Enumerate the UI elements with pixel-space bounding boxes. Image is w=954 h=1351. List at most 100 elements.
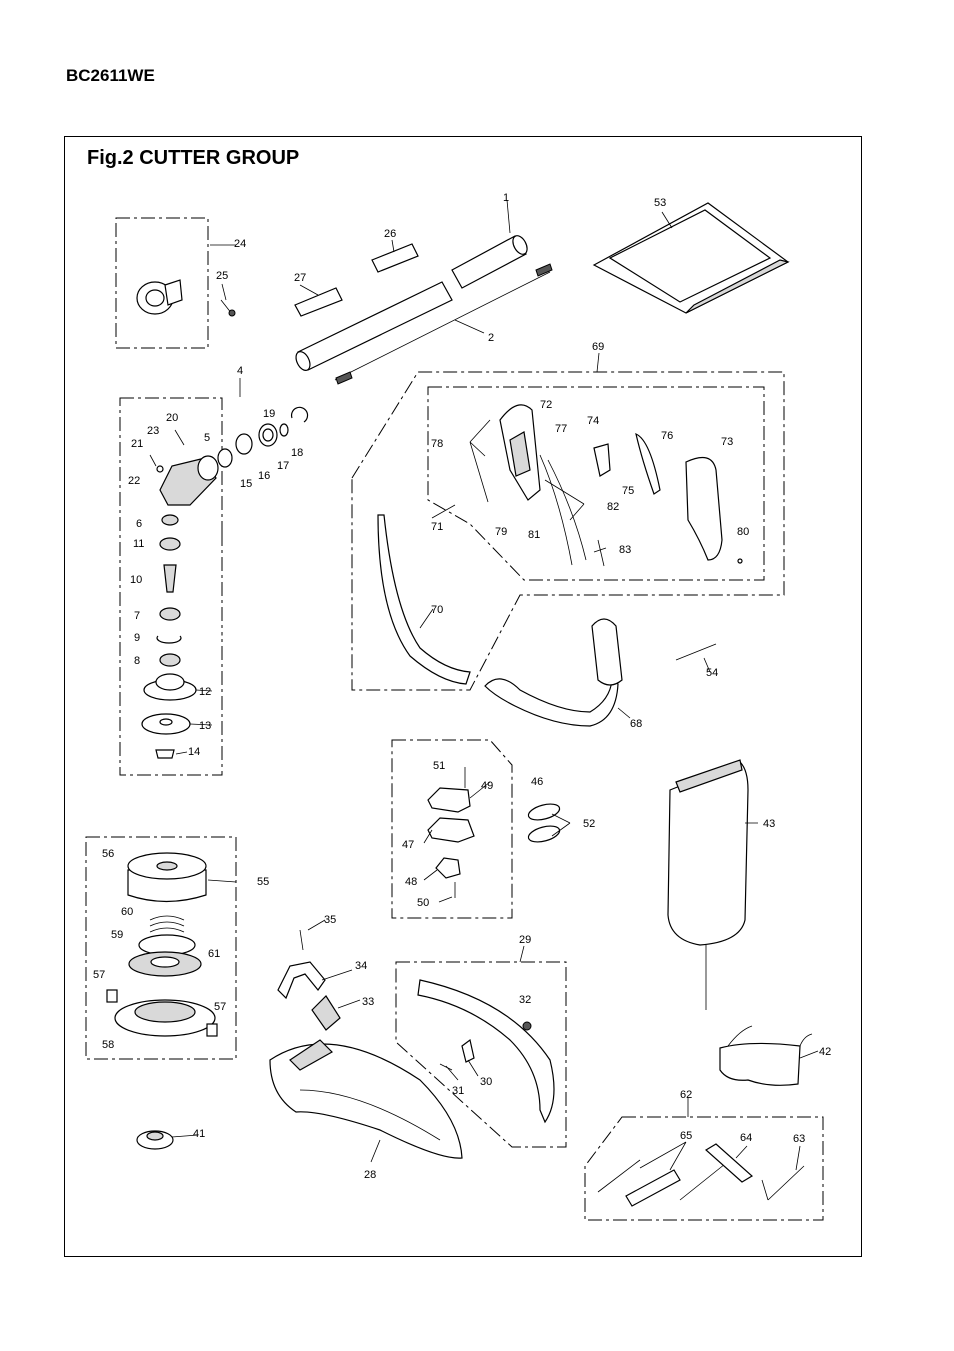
- callout-17: 17: [277, 460, 289, 472]
- callout-1: 1: [503, 192, 509, 204]
- callout-15: 15: [240, 478, 252, 490]
- callout-64: 64: [740, 1132, 752, 1144]
- instruction-manual: [592, 202, 790, 314]
- callout-56: 56: [102, 848, 114, 860]
- callout-9: 9: [134, 632, 140, 644]
- callout-13: 13: [199, 720, 211, 732]
- callout-12: 12: [199, 686, 211, 698]
- loop-handle: [484, 618, 623, 727]
- protector-fittings: [277, 929, 341, 1031]
- callout-19: 19: [263, 408, 275, 420]
- callout-82: 82: [607, 501, 619, 513]
- callout-34: 34: [355, 960, 367, 972]
- callout-49: 49: [481, 780, 493, 792]
- callout-52: 52: [583, 818, 595, 830]
- callout-18: 18: [291, 447, 303, 459]
- callout-28: 28: [364, 1169, 376, 1181]
- callout-54: 54: [706, 667, 718, 679]
- protector-extension: [417, 979, 555, 1124]
- callout-46: 46: [531, 776, 543, 788]
- callout-58: 58: [102, 1039, 114, 1051]
- callout-43: 43: [763, 818, 775, 830]
- callout-labels: 1 2 4 5 6 7 8 9 10 11 12 13 14 15 16 17 …: [93, 192, 831, 1181]
- callout-83: 83: [619, 544, 631, 556]
- nylon-cutter-head: [106, 852, 218, 1037]
- handle-clamp-group: [427, 767, 561, 898]
- callout-48: 48: [405, 876, 417, 888]
- callout-81: 81: [528, 529, 540, 541]
- callout-53: 53: [654, 197, 666, 209]
- callout-7: 7: [134, 610, 140, 622]
- figure-frame: [64, 136, 862, 1257]
- safety-goggles: [719, 1025, 813, 1086]
- callout-76: 76: [661, 430, 673, 442]
- group-box-71: [427, 386, 765, 581]
- callout-33: 33: [362, 996, 374, 1008]
- tool-set: [597, 1143, 805, 1207]
- clamp-part-24: [136, 279, 236, 317]
- strap-band: [675, 643, 717, 661]
- callout-42: 42: [819, 1046, 831, 1058]
- callout-80: 80: [737, 526, 749, 538]
- callout-24: 24: [234, 238, 246, 250]
- callout-74: 74: [587, 415, 599, 427]
- callout-10: 10: [130, 574, 142, 586]
- callout-57a: 57: [93, 969, 105, 981]
- callout-30: 30: [480, 1076, 492, 1088]
- callout-63: 63: [793, 1133, 805, 1145]
- callout-14: 14: [188, 746, 200, 758]
- callout-55: 55: [257, 876, 269, 888]
- callout-51: 51: [433, 760, 445, 772]
- callout-5: 5: [204, 432, 210, 444]
- callout-21: 21: [131, 438, 143, 450]
- callout-62: 62: [680, 1089, 692, 1101]
- callout-8: 8: [134, 655, 140, 667]
- callout-60: 60: [121, 906, 133, 918]
- callout-65: 65: [680, 1130, 692, 1142]
- throttle-grip-group: [499, 404, 743, 567]
- group-box-55: [85, 836, 237, 1060]
- callout-29: 29: [519, 934, 531, 946]
- callout-71: 71: [431, 521, 443, 533]
- callout-73: 73: [721, 436, 733, 448]
- figure-title: Fig.2 CUTTER GROUP: [87, 147, 300, 169]
- callout-50: 50: [417, 897, 429, 909]
- group-box-24: [115, 217, 209, 349]
- callout-70: 70: [431, 604, 443, 616]
- callout-69: 69: [592, 341, 604, 353]
- callout-31: 31: [452, 1085, 464, 1097]
- callout-27: 27: [294, 272, 306, 284]
- callout-59: 59: [111, 929, 123, 941]
- callout-23: 23: [147, 425, 159, 437]
- callout-6: 6: [136, 518, 142, 530]
- callout-4: 4: [237, 365, 243, 377]
- callout-26: 26: [384, 228, 396, 240]
- callout-77: 77: [555, 423, 567, 435]
- callout-16: 16: [258, 470, 270, 482]
- handle-bar-70: [377, 514, 471, 685]
- callout-61: 61: [208, 948, 220, 960]
- group-box-4: [119, 397, 223, 776]
- protector-guard: [269, 1039, 463, 1159]
- callout-79: 79: [495, 526, 507, 538]
- callout-2: 2: [488, 332, 494, 344]
- callout-25: 25: [216, 270, 228, 282]
- callout-68: 68: [630, 718, 642, 730]
- group-box-62: [584, 1116, 824, 1221]
- leader-lines: [171, 199, 819, 1171]
- group-box-46: [391, 739, 513, 919]
- callout-22: 22: [128, 475, 140, 487]
- callout-35: 35: [324, 914, 336, 926]
- gear-case-group: [141, 406, 309, 759]
- nut-41: [136, 1130, 174, 1150]
- model-number: BC2611WE: [66, 66, 155, 85]
- callout-78: 78: [431, 438, 443, 450]
- group-box-29: [395, 961, 567, 1148]
- group-box-69: [351, 371, 785, 691]
- shoulder-harness: [667, 759, 749, 1010]
- callout-57b: 57: [214, 1001, 226, 1013]
- shaft-pipe-assembly: [294, 235, 553, 385]
- callout-11: 11: [133, 538, 144, 550]
- callout-72: 72: [540, 399, 552, 411]
